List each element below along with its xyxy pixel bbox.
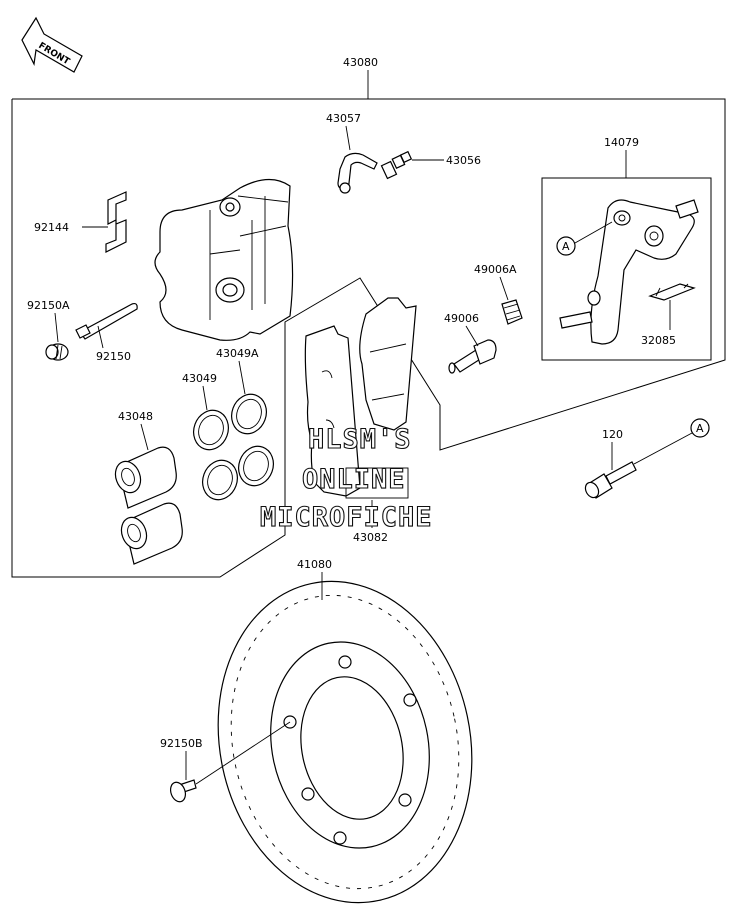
pin-plug (45, 343, 69, 361)
ref-marker-a-holder: A (556, 221, 613, 256)
label-43049: 43049 (182, 372, 217, 385)
label-43048: 43048 (118, 410, 153, 423)
caliper-holder (559, 199, 699, 345)
label-92144: 92144 (34, 221, 69, 234)
watermark-line-2: ONLINE (302, 464, 406, 495)
piston-seals (193, 393, 274, 501)
bleeder-cap (337, 152, 378, 194)
bleeder-valve (380, 150, 413, 180)
pistons (114, 446, 183, 565)
holder-spring (648, 283, 696, 301)
watermark-line-3: MICROFICHE (260, 502, 433, 533)
label-92150b: 92150B (160, 737, 203, 750)
label-49006a: 49006A (474, 263, 517, 276)
label-41080: 41080 (297, 558, 332, 571)
caliper-body (154, 178, 294, 341)
watermark: HLSM'S ONLINE MICROFICHE (259, 423, 433, 533)
label-43080: 43080 (343, 56, 378, 69)
caliper-assy-frame (11, 98, 726, 578)
boot-a (501, 299, 523, 325)
caliper-pin (75, 302, 138, 340)
label-120: 120 (602, 428, 623, 441)
brake-pads (304, 297, 417, 499)
holder-frame (541, 177, 712, 361)
ref-marker-a-bolt: A (633, 418, 710, 465)
svg-text:A: A (562, 240, 570, 253)
label-43049a: 43049A (216, 347, 259, 360)
svg-text:A: A (696, 422, 704, 435)
label-43057: 43057 (326, 112, 361, 125)
label-92150a: 92150A (27, 299, 70, 312)
label-43082: 43082 (353, 531, 388, 544)
watermark-line-1: HLSM'S (308, 424, 412, 455)
label-49006: 49006 (444, 312, 479, 325)
brake-disc (217, 580, 473, 904)
label-32085: 32085 (641, 334, 676, 347)
disc-bolt (169, 779, 197, 803)
holder-bolt (584, 461, 637, 499)
label-14079: 14079 (604, 136, 639, 149)
pad-spring (105, 191, 127, 253)
front-arrow: FRONT (21, 16, 83, 73)
boot (448, 339, 497, 374)
label-43056: 43056 (446, 154, 481, 167)
label-92150: 92150 (96, 350, 131, 363)
